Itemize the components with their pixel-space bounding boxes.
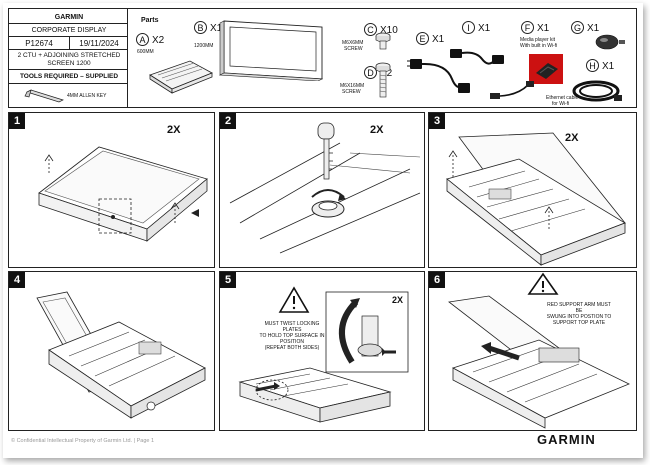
- step-6-warning-4: SUPPORT TOP PLATE: [552, 320, 606, 326]
- parts-title: Parts: [141, 17, 159, 24]
- step-1-multiplier: 2X: [167, 124, 181, 136]
- step-5-number: 5: [220, 272, 236, 288]
- part-caption-f-1: Media player kit: [520, 37, 556, 43]
- mouse-icon: [595, 34, 625, 50]
- part-qty-f: X1: [537, 23, 550, 34]
- part-qty-g: X1: [587, 23, 600, 34]
- step-6-number: 6: [429, 272, 445, 288]
- part-qty-h: X1: [602, 61, 615, 72]
- part-caption-d-2: SCREW: [342, 89, 361, 95]
- step-6-warning-3: SWUNG INTO POSTION TO: [546, 314, 612, 320]
- step-1-number: 1: [9, 113, 25, 129]
- screw-d-icon: [375, 62, 391, 98]
- part-letter-b: B: [194, 21, 207, 34]
- part-caption-b: 1200MM: [194, 43, 214, 49]
- media-player-icon: [529, 54, 563, 84]
- step-5-illustration: [238, 286, 409, 423]
- step-5-multiplier: 2X: [392, 295, 404, 305]
- tools-title: TOOLS REQUIRED – SUPPLIED: [19, 73, 119, 80]
- part-letter-e: E: [416, 32, 429, 45]
- key-icon: [317, 122, 335, 140]
- brand-name: GARMIN: [54, 14, 84, 21]
- document-name: CORPORATE DISPLAY: [31, 27, 107, 34]
- part-letter-d: D: [364, 66, 377, 79]
- power-cable-i-icon: [450, 49, 504, 65]
- part-caption-d-1: M6X16MM: [340, 83, 365, 89]
- usb-cable-icon: [490, 81, 534, 99]
- step-1-illustration: [38, 146, 208, 242]
- part-letter-c: C: [364, 23, 377, 36]
- part-letter-f: F: [521, 21, 534, 34]
- step-5-warning-5: (REPEAT BOTH SIDES): [264, 345, 320, 351]
- allen-key-icon: [24, 89, 64, 103]
- step-3-number: 3: [429, 113, 445, 129]
- step-3-panel: 3 2X: [428, 112, 637, 268]
- step-2-multiplier: 2X: [370, 124, 384, 136]
- step-3-illustration: [446, 132, 626, 266]
- part-b-frame-icon: [218, 20, 324, 81]
- footer-logo: GARMIN: [537, 432, 596, 447]
- part-qty-i: X1: [478, 23, 491, 34]
- step-6-illustration: [448, 272, 630, 429]
- title-block: GARMIN CORPORATE DISPLAY P12674 19/11/20…: [8, 8, 130, 71]
- part-a-frame-icon: [149, 60, 213, 94]
- step-2-panel: 2 2X: [219, 112, 425, 268]
- part-caption-c-2: SCREW: [344, 46, 363, 52]
- part-number: P12674: [25, 39, 53, 48]
- step-6-warning-2: BE: [575, 308, 583, 314]
- part-caption-c-1: M6X6MM: [342, 40, 364, 46]
- part-letter-g: G: [571, 21, 584, 34]
- step-3-multiplier: 2X: [565, 132, 579, 144]
- tools-block: TOOLS REQUIRED – SUPPLIED 4MM ALLEN KEY: [8, 69, 130, 108]
- ethernet-cable-icon: [572, 80, 622, 102]
- part-caption-f-2: With built in Wi-fi: [520, 43, 558, 49]
- tool-item: 4MM ALLEN KEY: [67, 93, 107, 99]
- step-4-panel: 4: [8, 271, 215, 431]
- document-date: 19/11/2024: [79, 39, 119, 48]
- part-caption-h-2: for Wi-fi: [552, 101, 570, 107]
- part-letter-h: H: [586, 59, 599, 72]
- description-line-1: 2 CTU + ADJOINING STRETCHED: [17, 52, 121, 59]
- step-5-panel: 5 2X MUST TWIST LOCKING PLATES TO HOLD T…: [219, 271, 425, 431]
- part-caption-a: 600MM: [137, 49, 154, 55]
- footer-confidential: © Confidential Intellectual Property of …: [11, 438, 155, 444]
- step-5-warning-2: PLATES: [282, 327, 302, 333]
- step-4-illustration: [36, 291, 206, 419]
- part-qty-a: X2: [152, 35, 165, 46]
- part-qty-e: X1: [432, 34, 445, 45]
- step-4-number: 4: [9, 272, 25, 288]
- step-2-number: 2: [220, 113, 236, 129]
- part-letter-a: A: [136, 33, 149, 46]
- step-6-warning-1: RED SUPPORT ARM MUST: [547, 302, 611, 308]
- power-cable-e-icon: [407, 59, 470, 93]
- step-6-panel: 6 RED SUPPORT ARM MUST BE SWUNG INTO POS…: [428, 271, 637, 431]
- step-5-warning-4: POSITION: [280, 339, 304, 345]
- step-1-panel: 1 2X: [8, 112, 215, 268]
- part-qty-b: X1: [210, 23, 223, 34]
- step-2-illustration: [229, 122, 421, 254]
- instruction-sheet: GARMIN CORPORATE DISPLAY P12674 19/11/20…: [3, 3, 643, 458]
- part-caption-h-1: Ethernet cable: [546, 95, 579, 101]
- part-letter-i: I: [462, 21, 475, 34]
- parts-block: Parts A X2 600MM B X1 1200MM C X10 M6X6M…: [127, 8, 637, 108]
- step-5-warning-1: MUST TWIST LOCKING: [264, 321, 320, 327]
- description-line-2: SCREEN 1200: [47, 60, 91, 67]
- step-5-warning-3: TO HOLD TOP SURFACE IN: [259, 333, 325, 339]
- screw-c-icon: [375, 32, 391, 50]
- part-qty-c: X10: [380, 25, 398, 36]
